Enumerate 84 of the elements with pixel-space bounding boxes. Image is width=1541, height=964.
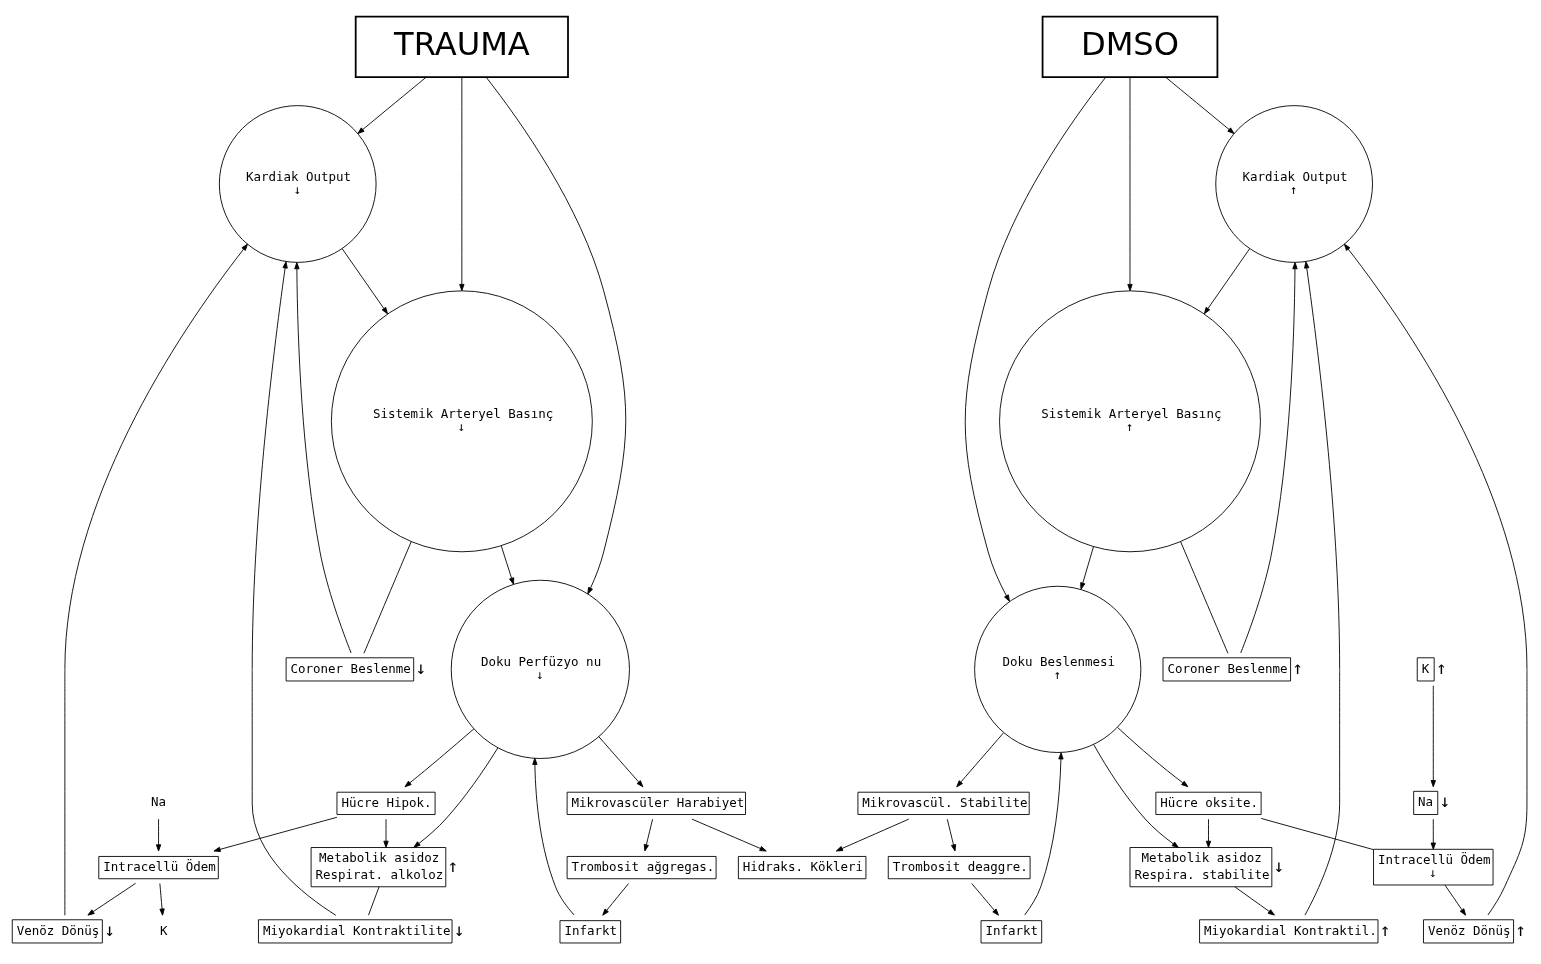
arrow [1205,818,1212,848]
connector [368,886,380,916]
arrow [294,262,352,654]
node-box: Intracellü Ödem [98,856,219,880]
arrow [500,545,515,585]
node-box: Infarkt [980,920,1043,944]
arrow [956,732,1004,788]
node-box: Miyokardial Kontraktilite [258,919,453,944]
arrow [357,77,427,134]
arrow [213,816,338,852]
arrow [598,736,644,788]
arrow [1240,262,1298,654]
arrow [964,76,1107,602]
node-box: Trombosit ağgregas. [566,856,717,880]
arrow [602,883,630,916]
arrow [251,261,337,916]
arrow [485,76,627,595]
node-label: ↓ [104,918,115,940]
arrow [1444,884,1467,916]
node-label: ↑ [1379,918,1391,940]
arrow [1234,886,1275,916]
node-box: Metabolik asidoz Respira. stabilite [1129,847,1273,888]
arrow [1165,77,1235,134]
arrow [1127,76,1133,292]
arrow [1304,261,1341,916]
node-label: ↓ [453,918,465,940]
node-circle: Kardiak Output ↑ [1215,105,1373,263]
node-box: Venöz Dönüş [11,919,103,944]
node-circle: Doku Beslenmesi ↑ [974,585,1142,753]
node-box: Coroner Beslenme [285,657,415,682]
node-box: Coroner Beslenme [1162,657,1291,682]
node-circle: Sistemik Arteryel Basınç ↑ [999,290,1261,553]
node-label: ↑ [1515,918,1527,940]
node-label: ↑ [447,854,459,876]
node-box: Trombosit deaggre. [887,856,1031,880]
arrow [835,818,910,852]
node-box: Infarkt [559,920,622,944]
connector [363,541,412,654]
arrow [691,818,767,852]
arrow [1343,243,1528,916]
node-text: K [159,922,168,938]
arrow [383,818,389,848]
node-label: ↑ [1292,656,1304,678]
arrow [413,747,499,848]
node-box: Na [1413,790,1439,815]
node-box: Venöz Dönüş [1423,919,1515,944]
arrow [1203,248,1251,315]
node-circle: Kardiak Output ↓ [218,105,377,263]
node-box: Hücre Hipok. [336,791,436,815]
node-label: ↓ [415,656,427,678]
node-label: ↓ [1439,790,1451,812]
arrow [1430,818,1436,850]
connector [1260,818,1374,851]
arrow [1117,727,1189,788]
arrow [159,883,165,916]
arrow [946,818,957,852]
node-box: K [1416,657,1435,682]
arrow [1093,744,1179,848]
arrow [341,248,388,315]
arrow [459,76,465,292]
arrow [643,818,653,852]
arrow [532,757,575,916]
node-box: Mikrovascül. Stabilite [857,791,1030,815]
arrow [971,883,999,916]
node-label: ↑ [1435,656,1447,678]
arrow [64,243,248,916]
node-box: Miyokardial Kontraktil. [1199,919,1379,944]
arrow [87,882,137,916]
node-box: Mikrovascüler Harabiyet [566,791,746,815]
node-box: DMSO [1041,15,1219,79]
arrow [1024,752,1064,916]
node-box: Hücre oksite. [1155,791,1262,815]
arrow [1080,546,1094,590]
node-box: Intracellü Ödem ↓ [1373,848,1494,886]
node-circle: Sistemik Arteryel Basınç ↓ [330,290,593,553]
node-label: ↓ [1273,854,1285,876]
connector [1180,541,1229,654]
arrow [155,818,162,852]
arrow [1430,685,1436,788]
node-box: TRAUMA [354,15,569,79]
node-box: Hidraks. Kökleri [737,856,867,880]
arrow [404,728,475,788]
node-box: Metabolik asidoz Respirat. alkoloz [310,847,447,888]
node-text: Na [150,794,166,810]
